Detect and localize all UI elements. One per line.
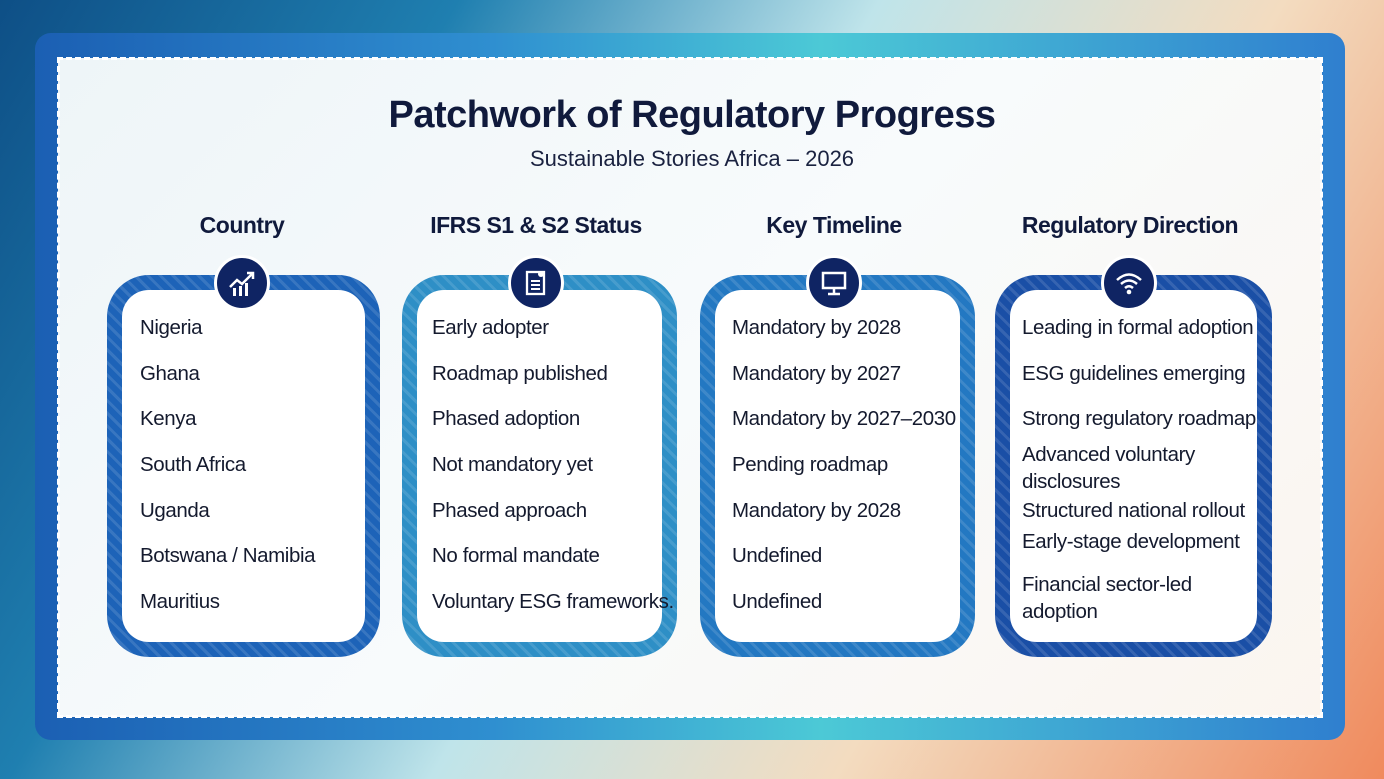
- ifrs-status-card: [402, 275, 677, 657]
- country-card: [107, 275, 380, 657]
- regulatory-direction-card: [995, 275, 1272, 657]
- direction-item: Structured national rollout: [1022, 499, 1245, 522]
- country-item: Kenya: [140, 407, 197, 430]
- page-subtitle: Sustainable Stories Africa – 2026: [529, 146, 855, 171]
- country-item: Botswana / Namibia: [140, 544, 316, 567]
- country-item: Ghana: [140, 362, 200, 385]
- monitor-icon: [806, 255, 862, 311]
- page-title: Patchwork of Regulatory Progress: [388, 94, 996, 136]
- country-item: Nigeria: [140, 316, 203, 339]
- status-item: No formal mandate: [432, 544, 600, 567]
- direction-item: Strong regulatory roadmap: [1022, 407, 1256, 430]
- country-item: Mauritius: [140, 590, 220, 613]
- direction-item: Leading in formal adoption: [1022, 316, 1254, 339]
- direction-item: Financial sector-led adoption: [1022, 573, 1192, 623]
- status-item: Phased adoption: [432, 407, 580, 430]
- column-header-ifrs-status: IFRS S1 & S2 Status: [430, 212, 642, 238]
- direction-item: ESG guidelines emerging: [1022, 362, 1246, 385]
- status-item: Phased approach: [432, 499, 587, 522]
- timeline-item: Undefined: [732, 590, 822, 613]
- timeline-item: Mandatory by 2028: [732, 316, 901, 339]
- key-timeline-card: [700, 275, 975, 657]
- wifi-icon: [1101, 255, 1157, 311]
- country-item: Uganda: [140, 499, 210, 522]
- column-header-regulatory-direction: Regulatory Direction: [1021, 212, 1239, 238]
- status-item: Early adopter: [432, 316, 549, 339]
- timeline-item: Mandatory by 2027: [732, 362, 901, 385]
- timeline-item: Mandatory by 2027–2030: [732, 407, 956, 430]
- column-header-key-timeline: Key Timeline: [766, 212, 902, 238]
- column-header-country: Country: [199, 212, 285, 238]
- timeline-item: Mandatory by 2028: [732, 499, 901, 522]
- direction-item: Early-stage development: [1022, 530, 1240, 553]
- timeline-item: Pending roadmap: [732, 453, 888, 476]
- country-item: South Africa: [140, 453, 246, 476]
- status-item: Not mandatory yet: [432, 453, 593, 476]
- document-icon: [508, 255, 564, 311]
- timeline-item: Undefined: [732, 544, 822, 567]
- status-item: Roadmap published: [432, 362, 608, 385]
- direction-item: Advanced voluntary disclosures: [1022, 443, 1195, 493]
- status-item: Voluntary ESG frameworks.: [432, 590, 674, 613]
- chart-growth-icon: [214, 255, 270, 311]
